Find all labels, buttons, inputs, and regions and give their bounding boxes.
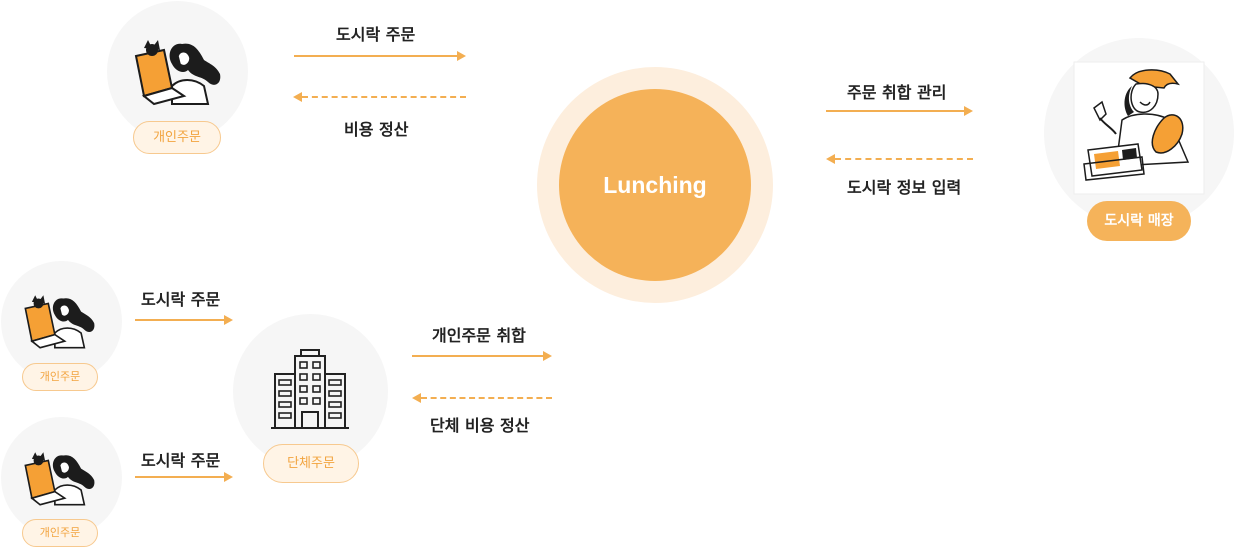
arrow-group-payment bbox=[412, 393, 552, 403]
label-individual-collect: 개인주문 취합 bbox=[432, 326, 526, 345]
arrow-order-top bbox=[294, 51, 466, 61]
hub-circle bbox=[559, 89, 751, 281]
label-group-payment: 단체 비용 정산 bbox=[430, 416, 530, 435]
label-order-mid: 도시락 주문 bbox=[141, 290, 221, 309]
label-order-top: 도시락 주문 bbox=[336, 25, 416, 44]
laptop-woman-icon bbox=[24, 452, 95, 506]
label-order-manage: 주문 취합 관리 bbox=[847, 83, 947, 102]
laptop-woman-icon bbox=[24, 295, 95, 349]
office-building-icon bbox=[271, 349, 349, 429]
individual-order-badge-bottom: 개인주문 bbox=[22, 519, 98, 547]
arrow-order-mid bbox=[135, 315, 233, 325]
label-order-bottom: 도시락 주문 bbox=[141, 451, 221, 470]
individual-node-mid bbox=[1, 261, 122, 382]
group-order-badge: 단체주문 bbox=[263, 444, 359, 483]
arrow-order-manage bbox=[826, 106, 973, 116]
chef-lunchbox-icon bbox=[1073, 61, 1205, 195]
individual-order-badge-mid: 개인주문 bbox=[22, 363, 98, 391]
laptop-woman-icon bbox=[134, 40, 221, 106]
arrow-individual-collect bbox=[412, 351, 552, 361]
individual-node-top bbox=[107, 1, 248, 142]
individual-order-badge-top: 개인주문 bbox=[133, 121, 221, 154]
store-badge: 도시락 매장 bbox=[1087, 201, 1191, 241]
arrow-lunch-info bbox=[826, 154, 973, 164]
label-lunch-info: 도시락 정보 입력 bbox=[847, 178, 962, 197]
arrow-order-bottom bbox=[135, 472, 233, 482]
label-payment-top: 비용 정산 bbox=[344, 120, 409, 139]
hub-label: Lunching bbox=[603, 172, 707, 198]
arrow-payment-top bbox=[293, 92, 466, 102]
